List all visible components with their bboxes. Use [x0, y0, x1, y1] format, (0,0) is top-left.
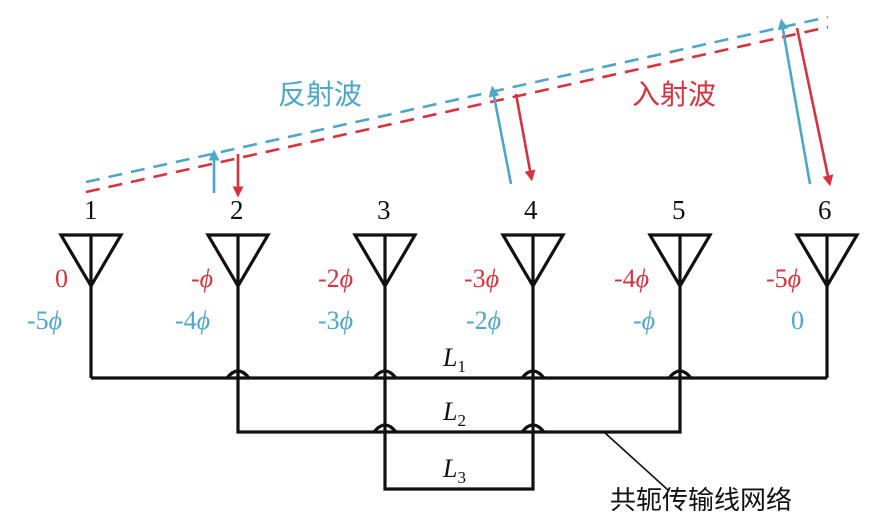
antenna-symbol-1	[58, 233, 124, 378]
reflected-phase-4: -2ϕ	[466, 306, 501, 335]
reflected-arrow-4	[488, 85, 513, 185]
line-label-l3: L3	[442, 454, 466, 487]
antenna-symbol-2	[205, 233, 271, 378]
network-label: 共轭传输线网络	[610, 486, 792, 516]
antenna-number-5: 5	[672, 195, 686, 225]
reflected-phase-1: -5ϕ	[27, 306, 62, 335]
reflected-phase-3: -3ϕ	[318, 306, 353, 335]
incident-phase-6: -5ϕ	[766, 264, 801, 293]
incident-arrow-6	[795, 27, 834, 187]
network-leader-line	[603, 431, 669, 491]
reflected-arrow-6	[777, 18, 812, 185]
transmission-line-network	[91, 369, 827, 491]
incident-arrow-4	[514, 93, 536, 182]
antenna-symbol-4	[500, 233, 566, 378]
incident-phase-1: 0	[55, 264, 68, 293]
reflected-wave-label: 反射波	[278, 78, 362, 111]
incident-wavefront-line	[85, 25, 829, 194]
antenna-number-4: 4	[524, 195, 538, 225]
antenna-symbol-6	[794, 233, 860, 378]
antenna-number-6: 6	[818, 195, 832, 225]
antenna-number-3: 3	[377, 195, 391, 225]
antenna-number-1: 1	[84, 195, 98, 225]
incident-phase-2: -ϕ	[191, 264, 213, 293]
reflected-wavefront-line	[85, 15, 829, 184]
reflected-phase-6: 0	[791, 306, 804, 335]
incident-phase-3: -2ϕ	[318, 264, 353, 293]
antenna-number-2: 2	[230, 195, 244, 225]
antenna-symbol-3	[352, 233, 418, 378]
antenna-symbol-5	[647, 233, 713, 378]
line-label-l1: L1	[442, 343, 466, 376]
line-label-l2: L2	[442, 397, 466, 430]
incident-phase-5: -4ϕ	[614, 264, 649, 293]
reflected-phase-5: -ϕ	[633, 306, 655, 335]
incident-wave-label: 入射波	[632, 78, 716, 111]
reflected-phase-2: -4ϕ	[175, 306, 210, 335]
incident-phase-4: -3ϕ	[464, 264, 499, 293]
